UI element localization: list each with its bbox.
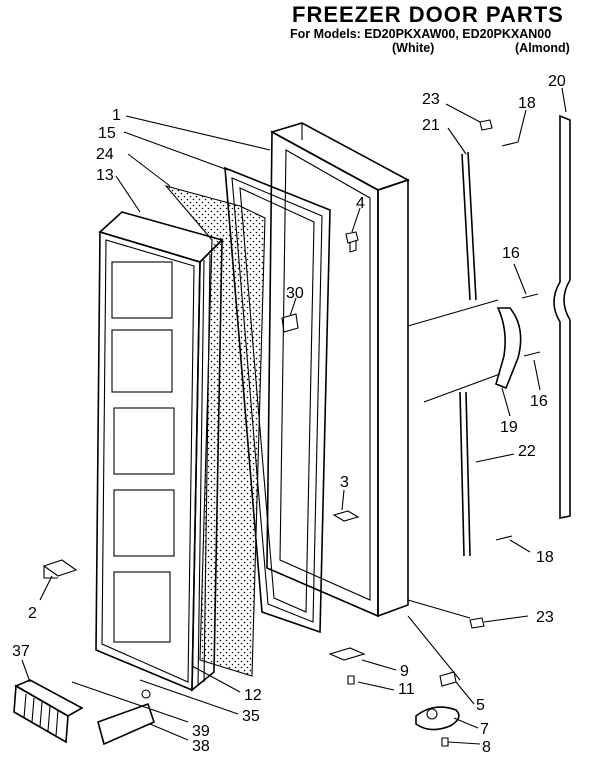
- part-2-cap: [42, 559, 78, 579]
- part-23-cap-top: [479, 119, 493, 131]
- callout-38: 38: [192, 738, 210, 755]
- callout-4: 4: [356, 195, 365, 212]
- callout-24: 24: [96, 146, 114, 163]
- callout-12: 12: [244, 687, 262, 704]
- callout-37: 37: [12, 643, 30, 660]
- door-insulation: [164, 185, 266, 677]
- callout-18-top: 18: [518, 95, 536, 112]
- callout-35: 35: [242, 708, 260, 725]
- part-11-screw: [347, 675, 355, 685]
- part-38-cover: [97, 702, 155, 746]
- models-line: For Models: ED20PKXAW00, ED20PKXAN00: [290, 27, 552, 41]
- callout-13: 13: [96, 167, 114, 184]
- callout-39: 39: [192, 723, 210, 740]
- callout-labels: 1 15 24 13 4 30 3 2 37 12 35 39 38 9 11 …: [12, 73, 566, 756]
- white-variant-label: (White): [392, 41, 435, 55]
- page-title: FREEZER DOOR PARTS: [292, 2, 564, 27]
- part-23-cap-bottom: [469, 617, 485, 629]
- part-22-trim: [459, 391, 471, 557]
- callout-11: 11: [398, 681, 415, 698]
- part-20-handle: [553, 114, 571, 519]
- callout-8: 8: [482, 739, 491, 756]
- part-19-handle-end: [495, 307, 522, 390]
- part-21-trim: [461, 151, 477, 301]
- part-5-bracket: [439, 671, 457, 687]
- part-39-screw: [141, 689, 151, 699]
- callout-7: 7: [480, 721, 489, 738]
- part-3-bracket: [332, 510, 360, 522]
- part-7-hinge: [415, 706, 460, 731]
- callout-16-bottom: 16: [530, 393, 548, 410]
- callout-16-top: 16: [502, 245, 520, 262]
- part-8-screw: [441, 737, 449, 747]
- callout-15: 15: [98, 125, 116, 142]
- callout-23-bottom: 23: [536, 609, 554, 626]
- callout-18-bottom: 18: [536, 549, 554, 566]
- part-9-bracket: [328, 647, 366, 661]
- callout-5: 5: [476, 697, 485, 714]
- callout-9: 9: [400, 663, 409, 680]
- callout-2: 2: [28, 605, 37, 622]
- callout-1: 1: [112, 107, 121, 124]
- callout-23-top: 23: [422, 91, 440, 108]
- callout-19: 19: [500, 419, 518, 436]
- callout-22: 22: [518, 443, 536, 460]
- part-18-screws: [495, 141, 519, 541]
- callout-21: 21: [422, 117, 440, 134]
- callout-3: 3: [340, 474, 349, 491]
- door-liner: [95, 211, 224, 692]
- leader-lines: [21, 87, 567, 745]
- part-30-bracket: [281, 313, 299, 333]
- callout-30: 30: [286, 285, 304, 302]
- part-16-screws: [521, 293, 541, 357]
- callout-20: 20: [548, 73, 566, 90]
- part-4-clip: [345, 231, 359, 253]
- part-37-grille: [13, 679, 84, 744]
- almond-variant-label: (Almond): [515, 41, 570, 55]
- door-outer-shell: [266, 122, 411, 618]
